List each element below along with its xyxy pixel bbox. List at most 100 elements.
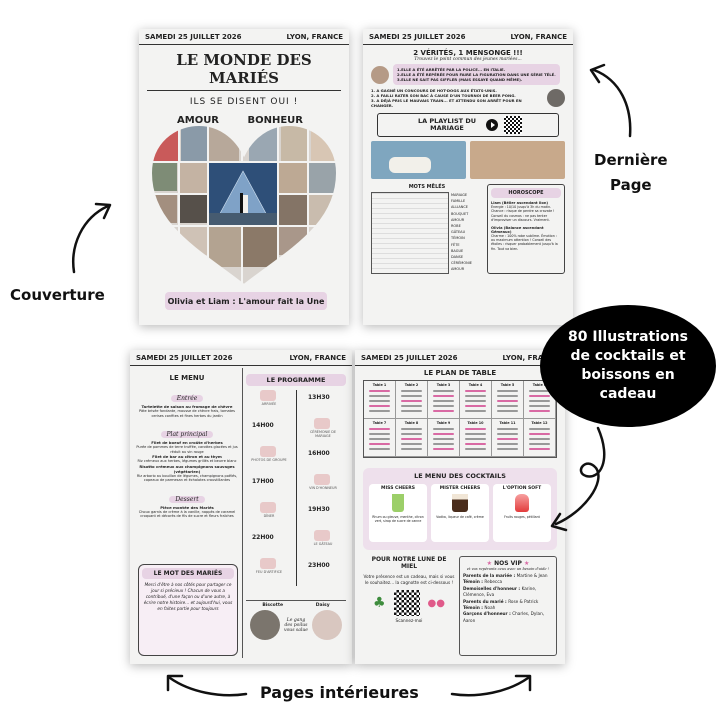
guest-line bbox=[369, 410, 390, 413]
table-name: Table 11 bbox=[499, 421, 516, 425]
cover-word-bonheur: BONHEUR bbox=[247, 115, 303, 126]
plan-title: LE PLAN DE TABLE bbox=[423, 369, 497, 377]
cat-photo bbox=[250, 610, 280, 640]
vip-role: Garçons d'honneur : bbox=[463, 611, 513, 617]
sunglasses-icon: ●● bbox=[427, 597, 445, 609]
arrow-left-bottom-icon bbox=[166, 674, 248, 697]
guest-line bbox=[433, 433, 454, 436]
playlist-qr-icon bbox=[504, 116, 522, 134]
playlist-box: LA PLAYLIST DU MARIAGE bbox=[377, 113, 559, 137]
vip-script: et vos repérants ceux avec un besoin d'a… bbox=[466, 567, 550, 571]
guest-line bbox=[465, 400, 486, 403]
guest-line bbox=[401, 438, 422, 441]
programme-label: DÎNER bbox=[263, 514, 275, 518]
guest-line bbox=[465, 405, 486, 408]
label-pages-interieures: Pages intérieures bbox=[260, 683, 419, 702]
cover-place: LYON, FRANCE bbox=[286, 33, 343, 41]
cover-page: SAMEDI 25 JUILLET 2026 LYON, FRANCE LE M… bbox=[139, 29, 349, 325]
guest-line bbox=[401, 443, 422, 446]
menu-column: LE MENU Entrée Tartelette de saison au f… bbox=[136, 374, 238, 518]
programme-time: 22H00 bbox=[252, 534, 274, 541]
vip-entry: Parents de la mariée : Martine & Jean bbox=[463, 573, 553, 579]
programme-illustration-icon bbox=[260, 390, 276, 401]
programme-label: FEU D'ARTIFICE bbox=[255, 570, 283, 574]
programme-time: 13H30 bbox=[308, 394, 330, 401]
table-name: Table 3 bbox=[436, 383, 451, 387]
mot-des-maries-box: LE MOT DES MARIÉS Merci d'être à nos côt… bbox=[138, 564, 238, 656]
entree-heading: Entrée bbox=[170, 395, 204, 402]
vip-entry: Garçons d'honneur : Charles, Dylan, Aaro… bbox=[463, 611, 553, 624]
cover-date: SAMEDI 25 JUILLET 2026 bbox=[145, 33, 242, 41]
table-name: Table 8 bbox=[404, 421, 419, 425]
guest-line bbox=[497, 438, 518, 441]
cover-subtitle: ILS SE DISENT OUI ! bbox=[189, 97, 299, 107]
vip-names: Karine, Clémence, Eva bbox=[463, 585, 537, 598]
inner-right-header: SAMEDI 25 JUILLET 2026 LYON, FRANCE bbox=[355, 350, 565, 366]
vip-box: ★ NOS VIP ★ et vos repérants ceux avec u… bbox=[459, 556, 557, 656]
table-name: Table 12 bbox=[531, 421, 548, 425]
last-page: SAMEDI 25 JUILLET 2026 LYON, FRANCE 2 VÉ… bbox=[363, 29, 573, 325]
vip-entry: Demoiselles d'honneur : Karine, Clémence… bbox=[463, 586, 553, 599]
cover-title: LE MONDE DES MARIÉS bbox=[147, 45, 341, 91]
word-search-grid bbox=[371, 192, 449, 274]
inner-left-header: SAMEDI 25 JUILLET 2026 LYON, FRANCE bbox=[130, 350, 352, 366]
honeymoon-box: POUR NOTRE LUNE DE MIEL Votre présence e… bbox=[363, 556, 455, 656]
table-cell: Table 11 bbox=[492, 419, 524, 457]
guest-line bbox=[497, 390, 518, 393]
guest-line bbox=[529, 395, 550, 398]
guest-line bbox=[401, 405, 422, 408]
vip-role: Parents du marié : bbox=[463, 598, 509, 604]
table-cell: Table 12 bbox=[524, 419, 556, 457]
guest-line bbox=[369, 433, 390, 436]
vip-entry: Témoin : Noah bbox=[463, 605, 553, 611]
promo-bubble-text: 80 Illustrations de cocktails et boisson… bbox=[568, 329, 688, 402]
guest-line bbox=[433, 395, 454, 398]
guest-line bbox=[433, 410, 454, 413]
guest-line bbox=[497, 428, 518, 431]
table-name: Table 5 bbox=[500, 383, 515, 387]
soft-drink-icon bbox=[515, 494, 529, 512]
guest-line bbox=[497, 448, 518, 451]
pets-box: Biscotte Daisy Le gang des poilus vous s… bbox=[246, 600, 346, 658]
vip-title: ★ NOS VIP ★ bbox=[486, 560, 530, 567]
cover-word-amour: AMOUR bbox=[177, 115, 220, 126]
table-name: Table 4 bbox=[468, 383, 483, 387]
guest-line bbox=[401, 448, 422, 451]
inner-right-place: LYON, FRANCE bbox=[502, 354, 559, 362]
play-icon bbox=[486, 119, 498, 131]
last-date: SAMEDI 25 JUILLET 2026 bbox=[369, 33, 466, 41]
programme-illustration-icon bbox=[260, 558, 276, 569]
arrow-right-bottom-icon bbox=[450, 674, 532, 697]
arrow-to-cover-icon bbox=[72, 202, 112, 274]
vip-names: Rebecca bbox=[484, 579, 503, 585]
guest-line bbox=[369, 405, 390, 408]
arrow-to-last-page-icon bbox=[589, 63, 632, 138]
programme-label: PHOTOS DE GROUPE bbox=[251, 458, 287, 462]
guest-line bbox=[529, 438, 550, 441]
guest-line bbox=[401, 410, 422, 413]
table-cell: Table 7 bbox=[364, 419, 396, 457]
cocktail-card-2: MISTER CHEERS Vodka, liqueur de café, cr… bbox=[431, 484, 489, 542]
vip-entry: Témoin : Rebecca bbox=[463, 579, 553, 585]
guest-line bbox=[465, 448, 486, 451]
bride-facts: 1.ELLE A ÉTÉ ARRÊTÉE PAR LA POLICE... EN… bbox=[393, 64, 560, 85]
guest-line bbox=[465, 438, 486, 441]
inner-right-page: SAMEDI 25 JUILLET 2026 LYON, FRANCE LE P… bbox=[355, 350, 565, 664]
vip-role: Témoin : bbox=[463, 579, 485, 585]
dog-photo bbox=[312, 610, 342, 640]
table-cell: Table 1 bbox=[364, 381, 396, 419]
table-cell: Table 3 bbox=[428, 381, 460, 419]
guest-line bbox=[465, 390, 486, 393]
arrow-to-cocktails-icon bbox=[550, 426, 606, 532]
cocktail-title: LE MENU DES COCKTAILS bbox=[414, 472, 506, 480]
guest-line bbox=[497, 400, 518, 403]
dessert-heading: Dessert bbox=[169, 495, 205, 503]
table-cell: Table 2 bbox=[396, 381, 428, 419]
label-couverture: Couverture bbox=[10, 286, 105, 304]
guest-line bbox=[465, 395, 486, 398]
